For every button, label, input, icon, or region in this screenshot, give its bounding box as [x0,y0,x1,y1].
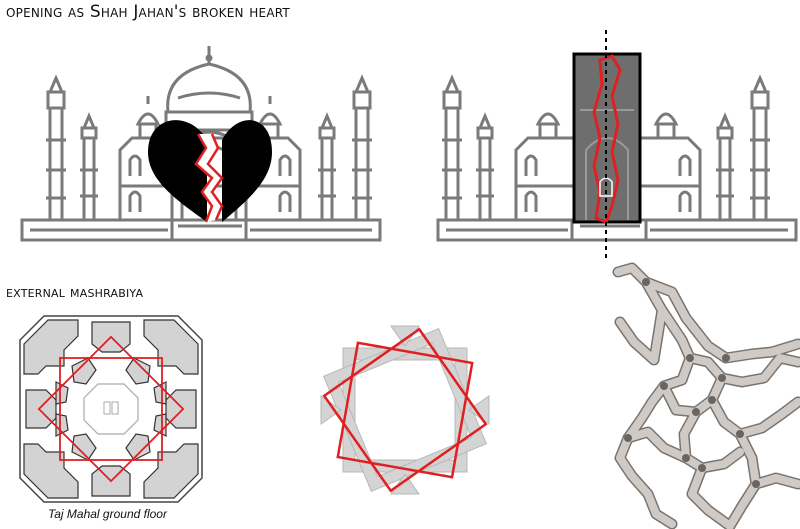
floor-plan-caption: Taj Mahal ground floor [48,507,167,521]
taj-mahal-right-illustration [436,30,798,258]
octagram-frame [320,325,490,495]
mashrabiya-lattice-icon [612,262,800,529]
octagram-frame-icon [320,325,490,495]
red-crack-outline [592,54,622,224]
broken-heart-icon [148,120,272,223]
heading-external-mashrabiya: external mashrabiya [6,283,144,301]
mashrabiya-lattice [612,262,800,529]
taj-mahal-left-illustration [20,46,382,242]
heading-broken-heart: opening as Shah Jahan's broken heart [6,2,290,22]
floor-plan-icon [19,315,203,503]
taj-mahal-floor-plan [19,315,203,503]
